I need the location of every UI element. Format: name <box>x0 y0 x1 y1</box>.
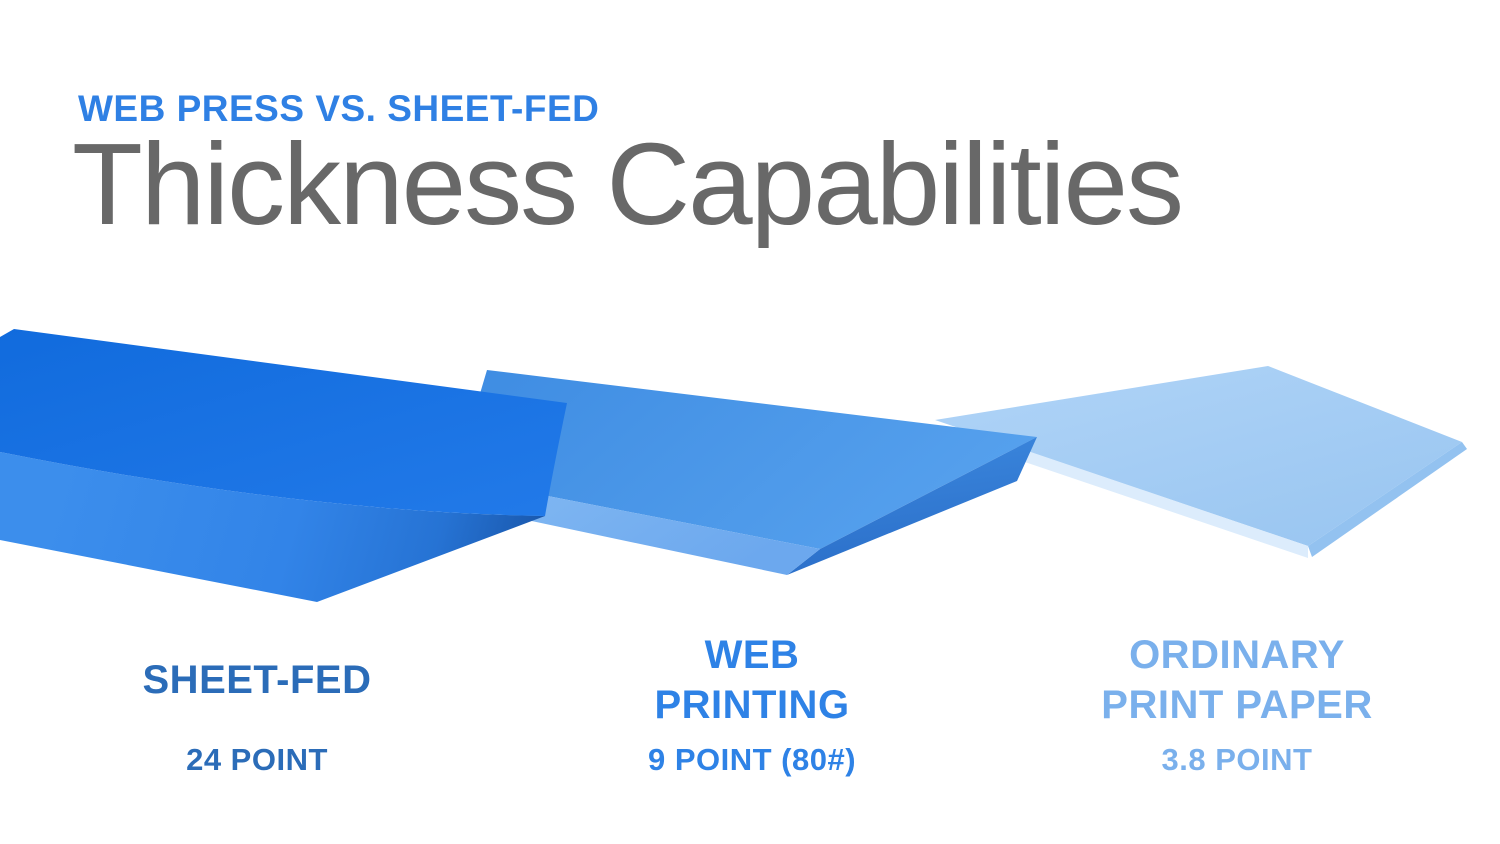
web-printing-slab-top-face <box>455 370 1037 549</box>
ordinary-paper-slab-top-face <box>935 366 1462 546</box>
ordinary-paper-slab-front-edge <box>960 428 1308 558</box>
sheet-fed-slab <box>0 329 567 602</box>
sheet-fed-slab-front-face <box>0 452 545 602</box>
ordinary-paper-slab-right-edge <box>1308 442 1467 557</box>
web-printing-slab-side-face <box>787 437 1037 575</box>
ordinary-paper-slab <box>935 366 1467 558</box>
eyebrow-label: WEB PRESS VS. SHEET-FED <box>78 88 600 129</box>
sheet-fed-slab-top-face <box>0 329 567 516</box>
page-title: Thickness Capabilities <box>72 119 1184 249</box>
